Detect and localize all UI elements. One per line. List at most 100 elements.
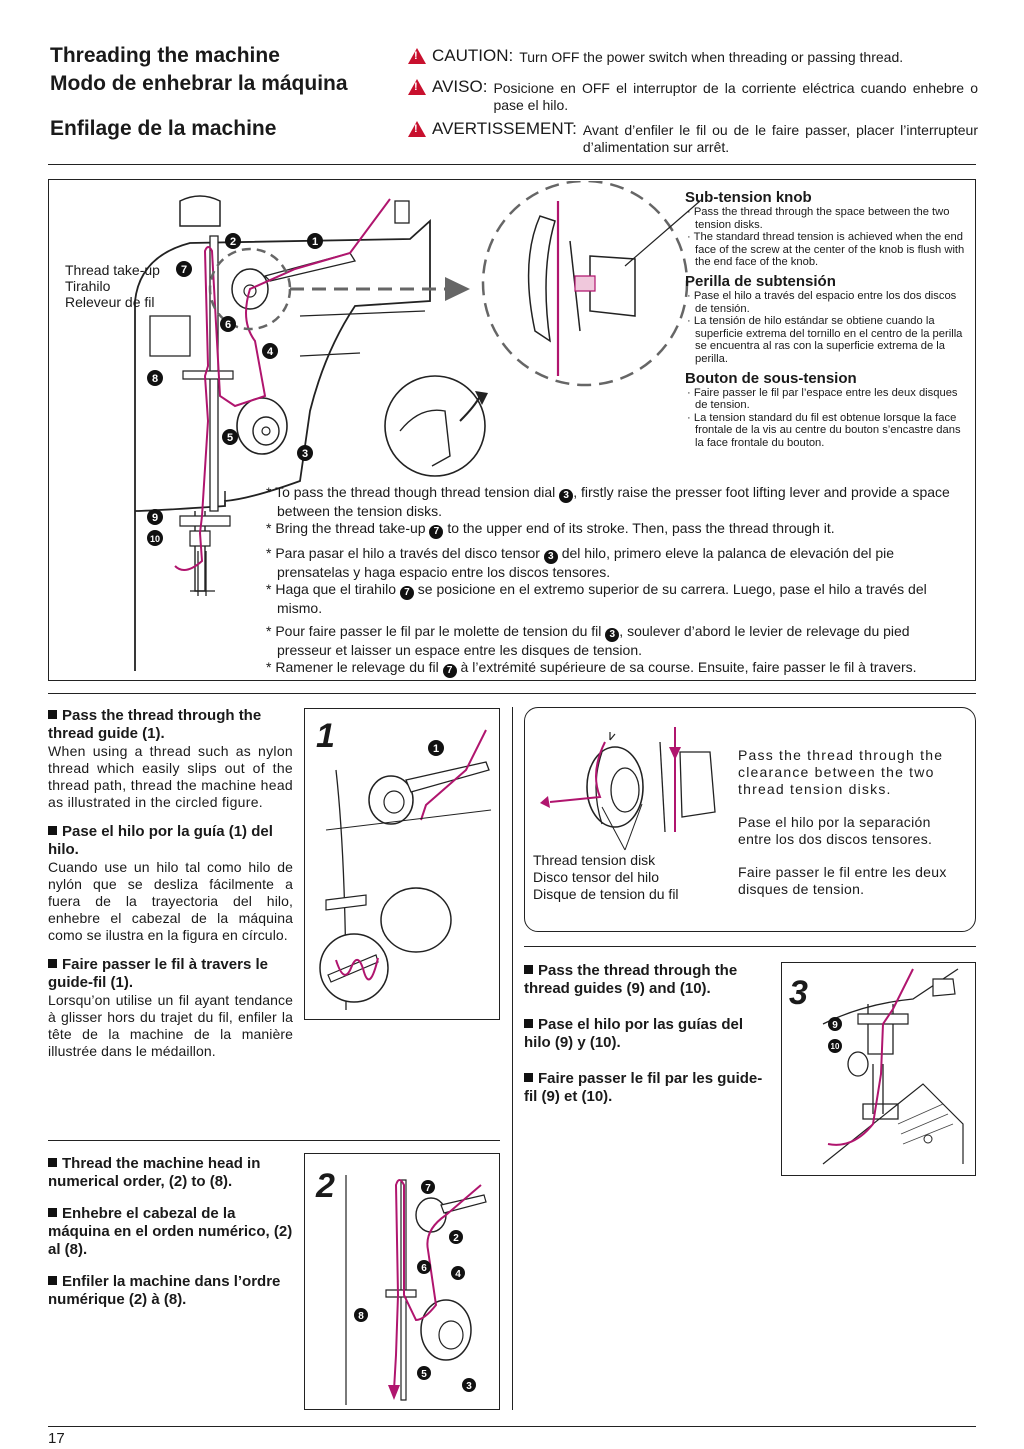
note-en-2a: Bring the thread take-up <box>275 520 430 536</box>
svg-text:10: 10 <box>150 534 160 544</box>
svg-text:5: 5 <box>227 432 233 444</box>
step1-body-es: Cuando use un hilo tal como hilo de nyló… <box>48 859 293 943</box>
callout-7-icon: 7 <box>176 261 192 277</box>
warning-icon <box>408 48 426 64</box>
aviso-row: AVISO: Posicione en OFF el interruptor d… <box>408 78 978 114</box>
step2-figure-number: 2 <box>316 1167 335 1205</box>
callout-3-icon: 3 <box>462 1378 476 1392</box>
page-number: 17 <box>48 1430 65 1447</box>
callout-9-icon: 9 <box>147 509 163 525</box>
svg-text:3: 3 <box>302 448 308 460</box>
num-3-icon: 3 <box>605 628 620 642</box>
svg-text:5: 5 <box>421 1369 427 1380</box>
step3-heading-es: Pase el hilo por las guías del hilo (9) … <box>524 1016 744 1051</box>
step1-heading-fr: Faire passer le fil à travers le guide-f… <box>48 956 268 991</box>
svg-text:10: 10 <box>831 1042 840 1051</box>
machine-illustration: 1 2 3 4 5 6 8 9 10 7 <box>134 181 701 671</box>
callout-10-icon: 10 <box>828 1039 842 1053</box>
step1-heading-es: Pase el hilo por la guía (1) del hilo. <box>48 823 273 858</box>
note-es-2b: se posicione en el extremo superior de s… <box>277 581 927 616</box>
step3-text: Pass the thread through the thread guide… <box>524 962 769 1106</box>
note-en-1a: To pass the thread though thread tension… <box>275 484 560 500</box>
callout-3-icon: 3 <box>297 445 313 461</box>
callout-4-icon: 4 <box>451 1266 465 1280</box>
threading-notes: * To pass the thread though thread tensi… <box>266 484 950 678</box>
step2-figure <box>304 1153 500 1410</box>
note-es-1a: Para pasar el hilo a través del disco te… <box>275 545 544 561</box>
header-divider <box>48 164 976 165</box>
callout-7-icon: 7 <box>421 1180 435 1194</box>
caution-text: Turn OFF the power switch when threading… <box>519 49 904 65</box>
title-es: Modo de enhebrar la máquina <box>50 72 348 95</box>
takeup-label-en: Thread take-up <box>65 262 160 278</box>
subtension-es-item-2: La tensión de hilo estándar se obtiene c… <box>693 315 963 365</box>
step1-divider <box>48 1140 500 1141</box>
callout-1-icon: 1 <box>428 740 444 756</box>
threading-diagram-panel <box>48 179 976 681</box>
callout-2-icon: 2 <box>449 1230 463 1244</box>
step2-text: Thread the machine head in numerical ord… <box>48 1155 293 1309</box>
takeup-label: Thread take-up Tirahilo Releveur de fil <box>65 262 160 310</box>
note-fr-1b: , soulever d’abord le levier de relevage… <box>277 623 910 658</box>
callout-1-icon: 1 <box>307 233 323 249</box>
avert-row: AVERTISSEMENT: Avant d’enfiler le fil ou… <box>408 120 978 156</box>
tension-disk-label: Thread tension disk Disco tensor del hil… <box>533 852 679 903</box>
step3-divider <box>524 946 976 947</box>
footer-divider <box>48 1426 976 1427</box>
note-es-2a: Haga que el tirahilo <box>275 581 400 597</box>
warning-icon <box>408 121 426 137</box>
step2-heading-es: Enhebre el cabezal de la máquina en el o… <box>48 1205 293 1258</box>
note-es-1b: del hilo, primero eleve la palanca de el… <box>277 545 895 580</box>
tension-disk-illustration <box>540 727 716 851</box>
step3-figure <box>781 962 976 1176</box>
step3-illustration: 9 10 <box>822 968 964 1165</box>
callout-4-icon: 4 <box>262 343 278 359</box>
tension-disk-label-es: Disco tensor del hilo <box>533 869 660 885</box>
note-fr-2a: Ramener le relevage du fil <box>275 659 443 675</box>
takeup-label-es: Tirahilo <box>65 278 111 294</box>
svg-text:2: 2 <box>453 1233 459 1244</box>
mid-divider <box>48 693 976 694</box>
subtension-text: Sub-tension knob · Pass the thread throu… <box>685 189 967 450</box>
num-3-icon: 3 <box>559 489 574 503</box>
svg-text:4: 4 <box>267 346 274 358</box>
num-3-icon: 3 <box>543 550 558 564</box>
tension-disk-text: Pass the thread through the clearance be… <box>738 747 963 898</box>
svg-text:6: 6 <box>421 1263 427 1274</box>
callout-8-icon: 8 <box>147 370 163 386</box>
step1-heading-en: Pass the thread through the thread guide… <box>48 707 262 742</box>
aviso-label: AVISO: <box>432 77 488 96</box>
subtension-heading-en: Sub-tension knob <box>685 189 812 206</box>
callout-6-icon: 6 <box>417 1260 431 1274</box>
step2-heading-en: Thread the machine head in numerical ord… <box>48 1155 261 1190</box>
tension-disk-label-en: Thread tension disk <box>533 852 656 868</box>
svg-text:4: 4 <box>455 1269 461 1280</box>
step1-figure <box>304 708 500 1020</box>
svg-text:7: 7 <box>181 264 187 276</box>
note-fr-2b: à l’extrémité supérieure de sa course. E… <box>456 659 917 675</box>
svg-text:2: 2 <box>230 236 236 248</box>
takeup-label-fr: Releveur de fil <box>65 294 155 310</box>
num-7-icon: 7 <box>399 586 414 600</box>
step3-heading-fr: Faire passer le fil par les guide-fil (9… <box>524 1070 763 1105</box>
svg-text:9: 9 <box>152 512 158 524</box>
subtension-fr-item-2: La tension standard du fil est obtenue l… <box>693 411 961 449</box>
svg-text:9: 9 <box>832 1020 838 1031</box>
callout-9-icon: 9 <box>828 1017 842 1031</box>
svg-text:8: 8 <box>358 1311 364 1322</box>
step3-figure-number: 3 <box>789 974 808 1012</box>
svg-text:6: 6 <box>225 319 231 331</box>
step1-figure-number: 1 <box>316 717 335 755</box>
svg-text:1: 1 <box>433 743 439 755</box>
tension-disk-label-fr: Disque de tension du fil <box>533 886 679 902</box>
svg-text:1: 1 <box>312 236 318 248</box>
caution-label: CAUTION: <box>432 46 514 65</box>
caution-row: CAUTION: Turn OFF the power switch when … <box>408 47 978 66</box>
num-7-icon: 7 <box>442 664 457 678</box>
step1-body-fr: Lorsqu’on utilise un fil ayant tendance … <box>48 992 293 1059</box>
tension-disk-panel <box>524 707 976 932</box>
callout-2-icon: 2 <box>225 233 241 249</box>
svg-text:8: 8 <box>152 373 158 385</box>
subtension-en-item-2: The standard thread tension is achieved … <box>693 231 965 269</box>
step2-illustration: 7 2 6 4 8 5 3 <box>345 1175 487 1405</box>
